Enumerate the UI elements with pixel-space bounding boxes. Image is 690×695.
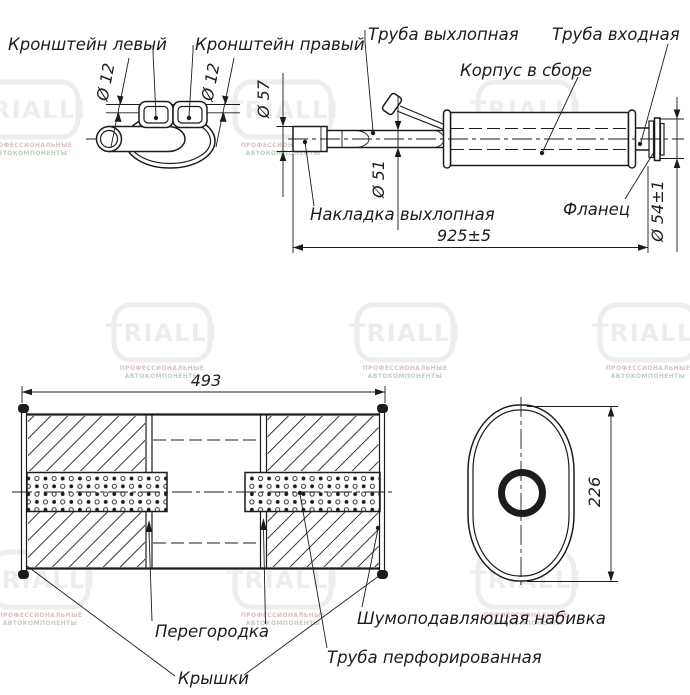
dim-pipe-dia: Ø 51 [369, 96, 402, 230]
label-perforated-pipe: Труба перфорированная [327, 648, 542, 667]
label-partition: Перегородка [155, 622, 269, 641]
top-view-labels: Кронштейн левый Кронштейн правый Труба в… [8, 25, 680, 224]
label-inlet-pipe: Труба входная [552, 25, 680, 44]
label-bracket-left: Кронштейн левый [8, 35, 167, 54]
dim-text-bracket-rod-dia: Ø 12 [92, 61, 118, 103]
section-view-labels: Перегородка Крышки Труба перфорированная… [155, 609, 606, 688]
dim-text-pipe-dia: Ø 51 [369, 160, 388, 199]
label-stuffing: Шумоподавляющая набивка [357, 609, 606, 628]
hanger-bracket-detail: Ø 12 Ø 12 [86, 45, 240, 169]
dim-text-body-length: 493 [191, 371, 222, 390]
dim-body-height: 226 [527, 406, 618, 582]
dim-body-length: 493 [21, 371, 386, 403]
watermark [0, 82, 86, 157]
dim-text-body-height: 226 [585, 477, 604, 508]
label-caps: Крышки [178, 669, 249, 688]
dim-text-flange-dia: Ø 54±1 [648, 180, 667, 243]
dim-overall-length: 925±5 [292, 154, 649, 253]
dim-text-tip-dia: Ø 57 [254, 79, 273, 119]
watermark [349, 305, 461, 380]
watermark [106, 305, 218, 380]
dim-flange-dia: Ø 54±1 [648, 97, 684, 252]
label-flange: Фланец [563, 200, 630, 219]
label-body-assembly: Корпус в сборе [460, 61, 592, 80]
label-exhaust-pipe: Труба выхлопная [368, 25, 519, 44]
watermark [592, 305, 690, 380]
dim-text-bracket-rod-dia-2: Ø 12 [197, 61, 223, 103]
label-bracket-right: Кронштейн правый [195, 35, 365, 54]
end-view: 226 [467, 397, 618, 589]
muffler-side-view: Ø 57 Ø 51 Ø 54±1 925±5 [254, 30, 684, 253]
muffler-section-view: 493 [12, 371, 396, 677]
label-exhaust-trim: Накладка выхлопная [310, 205, 495, 224]
dim-tip-dia: Ø 57 [254, 73, 297, 197]
dim-text-overall-length: 925±5 [437, 226, 491, 245]
